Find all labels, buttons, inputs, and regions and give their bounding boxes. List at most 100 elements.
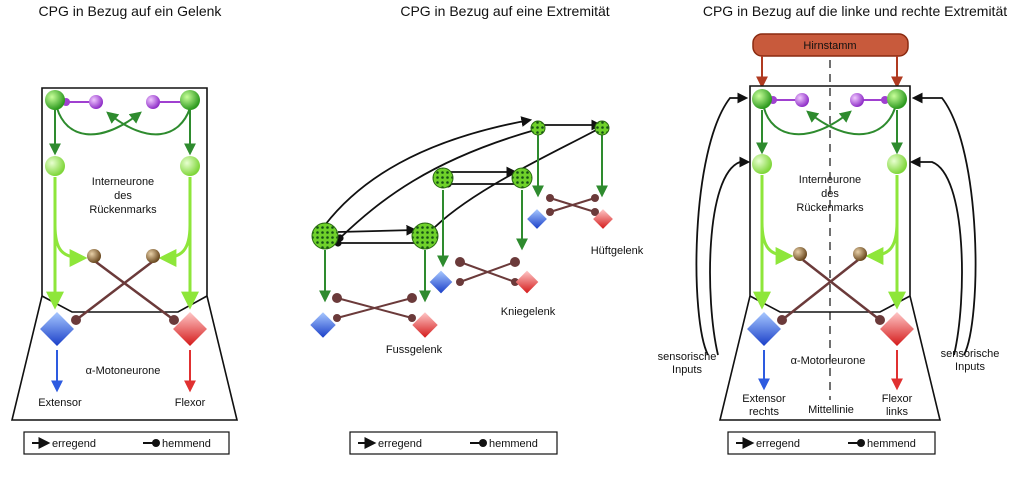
neuron-purple-left [795, 93, 809, 107]
flexor-motoneuron [173, 312, 207, 346]
neuron-purple-left [89, 95, 103, 109]
edge-left-to-brown [760, 221, 794, 265]
brown-inhibition-right [802, 259, 885, 325]
sensory-inputs-right-line2: Inputs [955, 361, 985, 373]
hip-label: Hüftgelenk [591, 245, 644, 257]
edge-left-to-brown [53, 224, 88, 267]
foot-cpg-neuron-right [411, 222, 439, 250]
brown-inhibition-left [777, 259, 859, 325]
sensory-input-right-upper [911, 92, 977, 356]
neuron-dark-green-right [180, 90, 200, 110]
foot-extensor-motoneuron [310, 312, 336, 338]
hip-brown-neuron-right [591, 194, 599, 202]
sensory-inputs-left-line2: Inputs [672, 364, 702, 376]
knee-cpg-neuron-left [432, 167, 454, 189]
knee-flexor-motoneuron [515, 270, 539, 294]
legend-box [349, 431, 558, 455]
brown-inhibition-left [71, 261, 153, 325]
extensor-label: Extensor [38, 397, 82, 409]
foot-cpg-neuron-left [311, 222, 339, 250]
hip-cpg-neuron-right [594, 120, 610, 136]
panel-bilateral: CPG in Bezug auf die linke und rechte Ex… [658, 3, 1007, 455]
neuron-purple-right [146, 95, 160, 109]
legend-excitatory-label: erregend [52, 438, 96, 450]
legend-inhibitory-label: hemmend [489, 438, 538, 450]
knee-label: Kniegelenk [501, 306, 556, 318]
sensory-inputs-left-line1: sensorische [658, 351, 717, 363]
panel-limb-title: CPG in Bezug auf eine Extremität [400, 3, 609, 19]
sensory-input-left-lower [709, 156, 751, 356]
hip-brown-neuron-left [546, 194, 554, 202]
flexor-label: Flexor [175, 397, 206, 409]
edge-right-to-brown [158, 224, 192, 267]
hip-flexor-motoneuron [593, 209, 613, 229]
knee-brown-cross-b [456, 261, 516, 286]
cross-excitation-left [106, 107, 191, 136]
neuron-dark-green-right [887, 89, 907, 109]
flexor-motoneuron [880, 312, 914, 346]
legend-box [23, 431, 230, 455]
hip-cpg-neuron-left [530, 120, 546, 136]
neuron-light-green-left [45, 156, 65, 176]
panel-joint-title: CPG in Bezug auf ein Gelenk [39, 3, 223, 19]
foot-brown-neuron-left [332, 293, 342, 303]
neuron-brown-right [146, 249, 160, 263]
neuron-light-green-left [752, 154, 772, 174]
interneurons-label-line2: des [114, 190, 132, 202]
panel-bilateral-title: CPG in Bezug auf die linke und rechte Ex… [703, 3, 1007, 19]
hip-extensor-motoneuron [527, 209, 547, 229]
knee-extensor-motoneuron [429, 270, 453, 294]
legend-excitatory-label: erregend [756, 438, 800, 450]
extensor-label-line2: rechts [749, 406, 779, 418]
hip-brown-cross-b [546, 197, 596, 216]
flexor-label-line1: Flexor [882, 393, 913, 405]
knee-brown-neuron-right [510, 257, 520, 267]
neuron-purple-right [850, 93, 864, 107]
interneurons-label-line3: Rückenmarks [89, 204, 157, 216]
extensor-motoneuron [747, 312, 781, 346]
motoneurons-label: α-Motoneurone [86, 365, 161, 377]
interneurons-label-line1: Interneurone [92, 176, 154, 188]
interneurons-label-line1: Interneurone [799, 174, 861, 186]
sensory-input-right-lower [909, 156, 963, 356]
neuron-light-green-right [180, 156, 200, 176]
neuron-brown-left [793, 247, 807, 261]
legend-bilateral: erregend hemmend [727, 431, 936, 455]
neuron-dark-green-left [45, 90, 65, 110]
legend-inhibitory-label: hemmend [867, 438, 916, 450]
flexor-label-line2: links [886, 406, 909, 418]
panel-limb: CPG in Bezug auf eine Extremität [310, 3, 644, 455]
neuron-dark-green-left [752, 89, 772, 109]
foot-label: Fussgelenk [386, 344, 443, 356]
link-foot-knee-upper [337, 224, 418, 236]
cross-excitation-right [763, 107, 852, 136]
midline-label: Mittellinie [808, 404, 854, 416]
sensory-inputs-right-line1: sensorische [941, 348, 1000, 360]
neuron-brown-left [87, 249, 101, 263]
foot-flexor-motoneuron [412, 312, 438, 338]
interneurons-label-line3: Rückenmarks [796, 202, 864, 214]
neuron-brown-right [853, 247, 867, 261]
legend-joint: erregend hemmend [23, 431, 230, 455]
brainstem-label: Hirnstamm [803, 40, 856, 52]
edge-right-to-brown [865, 221, 899, 265]
brainstem-box [752, 33, 909, 57]
legend-limb: erregend hemmend [349, 431, 558, 455]
sensory-input-left-upper [695, 92, 749, 356]
legend-inhibitory-label: hemmend [162, 438, 211, 450]
panel-joint: CPG in Bezug auf ein Gelenk [10, 3, 239, 455]
loop-foot-hip-upper [324, 116, 533, 226]
knee-cpg-neuron-right [511, 167, 533, 189]
foot-brown-cross-b [333, 297, 413, 322]
cross-excitation-left [806, 107, 896, 136]
legend-box [727, 431, 936, 455]
brown-inhibition-right [95, 260, 179, 325]
motoneurons-label: α-Motoneurone [791, 355, 866, 367]
extensor-label-line1: Extensor [742, 393, 786, 405]
interneurons-label-line2: des [821, 188, 839, 200]
foot-brown-neuron-right [407, 293, 417, 303]
legend-excitatory-label: erregend [378, 438, 422, 450]
cross-excitation-right [56, 107, 142, 136]
knee-brown-neuron-left [455, 257, 465, 267]
